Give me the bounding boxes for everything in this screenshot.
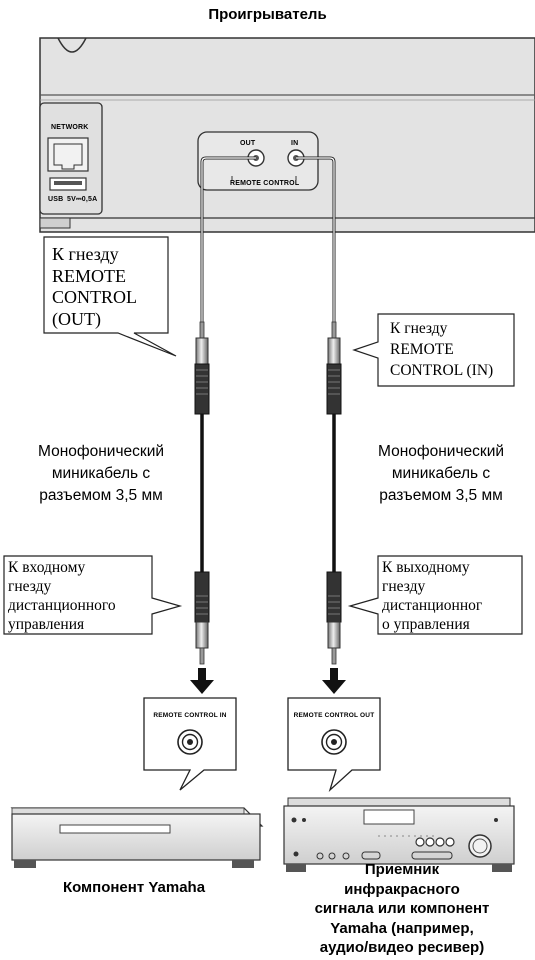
callout-line: управления	[8, 616, 85, 633]
network-port	[47, 137, 89, 172]
callout-line: гнезду	[8, 578, 52, 595]
callout-left-device-box	[3, 555, 183, 635]
remote-in-jack-icon	[177, 729, 203, 755]
in-label: IN	[291, 140, 299, 147]
caption-ir-receiver: Приемник инфракрасного сигнала или компо…	[290, 860, 514, 958]
callout-line: (OUT)	[52, 308, 101, 329]
callout-player-out-box	[43, 236, 177, 357]
cable-label-line: миникабель с	[51, 465, 151, 482]
cable-label-left: Монофонический миникабель с разъемом 3,5…	[10, 441, 192, 507]
callout-line: К выходному	[382, 559, 470, 576]
jack-out-label: REMOTE CONTROL OUT	[293, 712, 375, 719]
remote-out-jack-icon	[321, 729, 347, 755]
callout-right-device-box	[347, 555, 523, 635]
callout-line: CONTROL	[52, 287, 137, 307]
cable-label-line: миникабель с	[391, 465, 491, 482]
callout-line: о управления	[382, 616, 470, 633]
callout-line: гнезду	[382, 578, 426, 595]
cable-right	[296, 156, 336, 572]
cable-label-line: разъемом 3,5 мм	[379, 487, 503, 504]
plug-left-top	[194, 321, 210, 415]
callout-line: CONTROL (IN)	[390, 362, 494, 379]
yamaha-component-device	[10, 807, 264, 868]
player-rear-panel	[39, 37, 535, 233]
callout-player-out: К гнезду REMOTE CONTROL (OUT)	[52, 244, 137, 330]
usb-port	[49, 177, 87, 191]
caption-line: Yamaha (например,	[330, 919, 474, 937]
callout-line: К гнезду	[52, 244, 119, 264]
usb-rating-label: 5V⎓0,5A	[67, 196, 98, 203]
cable-left	[200, 156, 256, 572]
cable-label-right: Монофонический миникабель с разъемом 3,5…	[350, 441, 532, 507]
callout-line: К гнезду	[390, 320, 448, 337]
remote-control-label: REMOTE CONTROL	[228, 180, 302, 187]
usb-label: USB	[48, 196, 64, 203]
callout-player-in-box	[352, 313, 515, 387]
caption-line: аудио/видео ресивер)	[319, 939, 485, 956]
plug-left-bottom	[194, 571, 210, 665]
callout-right-device: К выходному гнезду дистанционног о управ…	[382, 558, 482, 634]
out-label: OUT	[240, 140, 256, 147]
plug-right-top	[326, 321, 342, 415]
callout-left-device: К входному гнезду дистанционного управле…	[8, 558, 116, 634]
network-label: NETWORK	[51, 124, 89, 131]
cable-label-line: Монофонический	[37, 443, 165, 460]
plug-right-bottom	[326, 571, 342, 665]
caption-line: инфракрасного	[344, 880, 460, 898]
caption-line: Приемник	[364, 861, 440, 878]
jack-in-label: REMOTE CONTROL IN	[153, 712, 227, 719]
arrow-down-left-icon	[190, 668, 214, 694]
cable-label-line: Монофонический	[377, 443, 505, 460]
caption-line: сигнала или компонент	[314, 900, 490, 917]
cable-label-line: разъемом 3,5 мм	[39, 487, 163, 504]
callout-line: REMOTE	[52, 265, 126, 286]
callout-line: REMOTE	[390, 341, 454, 358]
player-title: Проигрыватель	[208, 6, 327, 23]
callout-line: К входному	[8, 559, 86, 576]
arrow-down-right-icon	[322, 668, 346, 694]
callout-player-in: К гнезду REMOTE CONTROL (IN)	[390, 318, 493, 381]
caption-yamaha-component: Компонент Yamaha	[62, 879, 206, 896]
callout-line: дистанционного	[8, 597, 116, 614]
callout-line: дистанционног	[382, 597, 483, 614]
av-receiver-device	[283, 797, 515, 872]
